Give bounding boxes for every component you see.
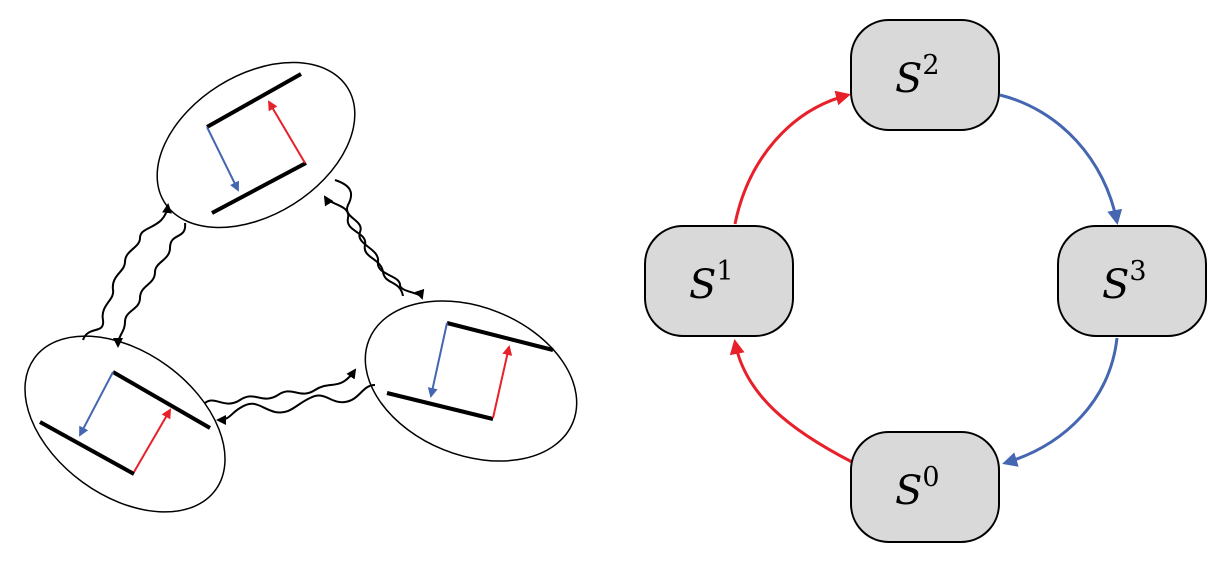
svg-text:S0: S0 [895,462,940,514]
svg-text:S3: S3 [1102,256,1147,308]
ellipse-right [364,300,578,462]
ellipse-left [24,335,226,513]
level-lower [39,420,135,476]
svg-text:S2: S2 [895,50,940,102]
state-sup: 3 [1129,256,1146,287]
wavy-arrow [334,179,425,300]
system-left [24,335,226,513]
state-node-s3: S3 [1057,225,1207,337]
system-top [156,61,356,229]
state-base: S [895,56,922,102]
red-arrow [492,345,513,419]
state-sup: 2 [922,50,939,81]
state-base: S [1102,262,1129,308]
couplings [82,179,425,425]
state-base: S [895,468,922,514]
state-node-s0: S0 [850,431,1000,543]
red-arrow [133,408,172,473]
transition-s0-s1 [729,339,853,464]
blue-arrow [79,371,114,437]
state-sup: 0 [922,462,939,493]
system-right [364,300,578,462]
wavy-arrow [323,195,404,297]
transition-s3-s0 [1002,337,1119,467]
ellipse-top [156,61,356,229]
svg-text:S1: S1 [689,256,734,308]
state-node-s2: S2 [850,19,1000,131]
wavy-arrow [113,222,187,348]
wavy-arrow [216,384,376,425]
level-upper [206,72,302,129]
transition-s2-s3 [999,93,1123,225]
state-cycle: S2 S1 S3 S0 [644,19,1207,543]
state-sup: 1 [716,256,733,287]
blue-arrow [206,126,239,192]
wavy-arrow [82,203,173,341]
state-node-s1: S1 [644,225,794,337]
level-upper [112,370,211,430]
state-base: S [689,262,716,308]
level-lower [386,391,494,421]
blue-arrow [427,322,448,398]
transition-s1-s2 [733,90,851,225]
level-upper [446,321,554,352]
level-lower [211,161,307,215]
red-arrow [267,100,306,164]
wavy-arrow [204,368,357,405]
